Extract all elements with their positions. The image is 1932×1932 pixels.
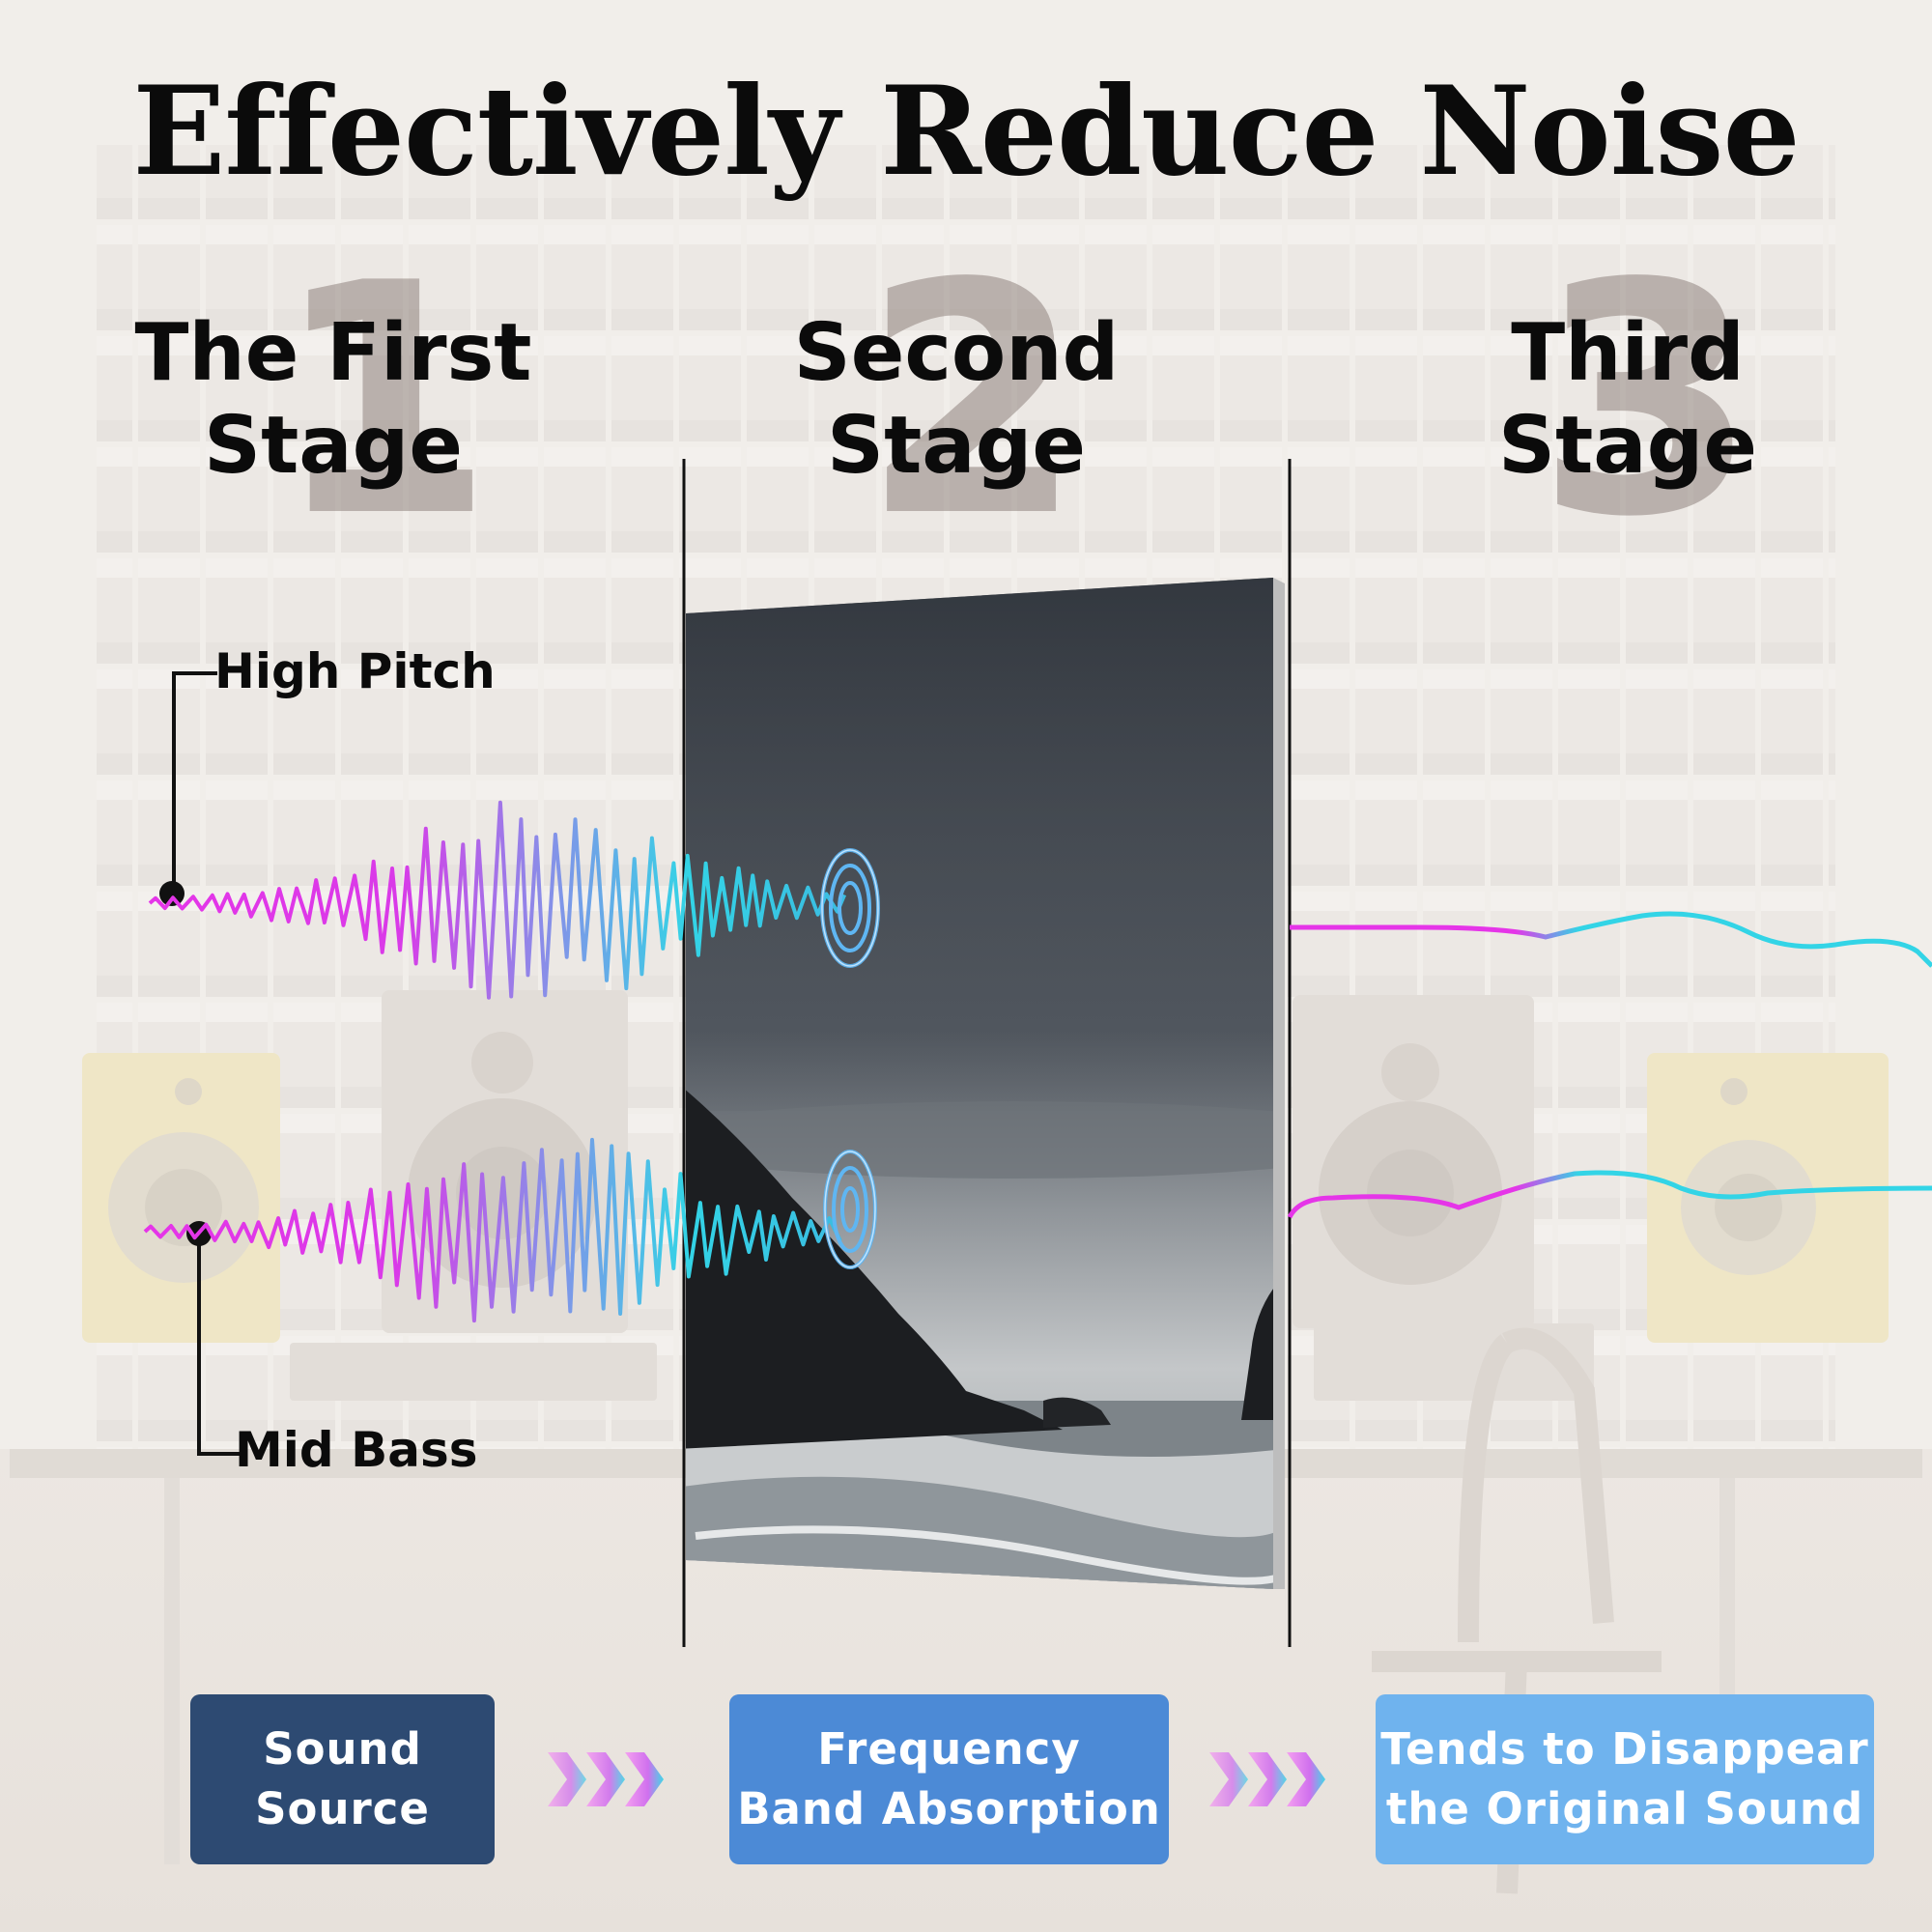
step-3-line2: the Original Sound <box>1385 1783 1864 1834</box>
stage-number-3: 3 <box>1536 215 1758 586</box>
mid-bass-leader <box>197 1234 242 1456</box>
stage-title-2-line2: Stage <box>827 400 1086 492</box>
ripple-rings-icon <box>820 848 880 968</box>
step-box-disappear: Tends to Disappear the Original Sound <box>1376 1694 1874 1864</box>
step-box-sound-source: Sound Source <box>190 1694 495 1864</box>
right-studio-monitor <box>1293 995 1534 1328</box>
high-pitch-label: High Pitch <box>214 643 496 699</box>
mid-bass-label: Mid Bass <box>235 1422 478 1478</box>
stage-title-3: Third Stage <box>1406 307 1850 493</box>
right-yellow-speaker <box>1647 1053 1889 1343</box>
stage-title-3-line1: Third <box>1511 307 1745 399</box>
arrow-chevrons-icon <box>1209 1752 1325 1806</box>
mid-bass-output-wave <box>1287 1170 1932 1219</box>
step-box-frequency-absorption: Frequency Band Absorption <box>729 1694 1169 1864</box>
mid-bass-wave <box>143 1137 842 1323</box>
stage-title-1-line2: Stage <box>204 400 463 492</box>
high-pitch-dot <box>159 881 185 906</box>
step-1-line1: Sound <box>263 1723 422 1775</box>
stage-title-2: Second Stage <box>734 307 1179 493</box>
stage-title-1: The First Stage <box>111 307 555 493</box>
high-pitch-output-wave <box>1290 911 1932 968</box>
ripple-rings-icon <box>823 1150 877 1269</box>
step-2-line2: Band Absorption <box>737 1783 1161 1834</box>
stage-title-2-line1: Second <box>793 307 1120 399</box>
stage-title-3-line2: Stage <box>1498 400 1757 492</box>
step-2-line1: Frequency <box>817 1723 1081 1775</box>
arrow-chevrons-icon <box>548 1752 664 1806</box>
step-1-line2: Source <box>255 1783 430 1834</box>
acoustic-panel <box>686 578 1273 1589</box>
page-title: Effectively Reduce Noise <box>132 60 1800 203</box>
stage-number-1: 1 <box>272 215 495 586</box>
high-pitch-wave <box>148 800 847 1000</box>
stage-title-1-line1: The First <box>134 307 532 399</box>
step-3-line1: Tends to Disappear <box>1380 1723 1869 1775</box>
panel-edge <box>1273 578 1285 1589</box>
stage-number-2: 2 <box>862 215 1084 586</box>
high-pitch-leader <box>172 671 217 894</box>
